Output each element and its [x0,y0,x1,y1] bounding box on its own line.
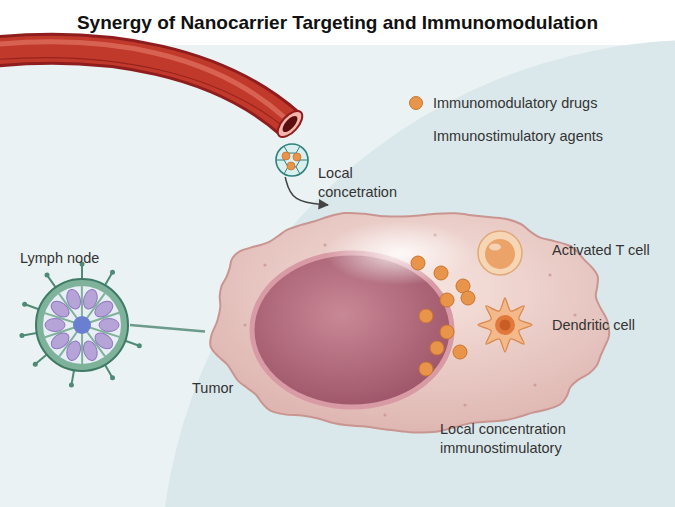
legend-swatch [409,96,423,110]
nanocarrier-outline [275,143,309,177]
drug-particle [440,325,454,339]
drug-particle [419,309,433,323]
diagram-title: Synergy of Nanocarrier Targeting and Imm… [0,12,675,34]
nanocarrier-cage [276,144,308,176]
delivery-arrow [285,177,328,205]
dendritic-cell-shape [478,298,532,352]
lymphatic-vessel [130,325,205,332]
tumor-highlight [325,221,475,285]
legend-label: Immunostimulatory agents [433,127,603,146]
t-cell-shape [478,231,522,275]
t-cell-outline [477,230,523,276]
drug-particle [434,266,448,280]
node-label: Dendritic cell [552,316,672,335]
node-label: Activated T cell [552,241,675,260]
lymph-node: Lymph node [34,277,130,373]
node-label: Tumor [192,379,252,398]
drug-particle [461,291,475,305]
nanocarrier: Local concetration [275,143,309,177]
blood-vessel [0,42,307,141]
background-arc [160,40,675,507]
node-label: Lymph node [20,249,130,268]
drug-particle [440,293,454,307]
lymph-node-outline [34,277,130,373]
drug-particle [411,256,425,270]
node-label: Local concetration [318,164,408,202]
tumor-outline [210,213,609,433]
drug-particle [419,362,433,376]
drug-particle [430,341,444,355]
drug-particle [453,345,467,359]
dendritic-cell-outline [478,298,532,352]
legend-label: Immunomodulatory drugs [433,94,597,113]
t-cell: Activated T cell [477,230,523,276]
lymph-node-shape [19,262,141,388]
dendritic-cell: Dendritic cell [478,298,532,352]
annotation-label: Local concentration immunostimulatory [440,420,605,458]
